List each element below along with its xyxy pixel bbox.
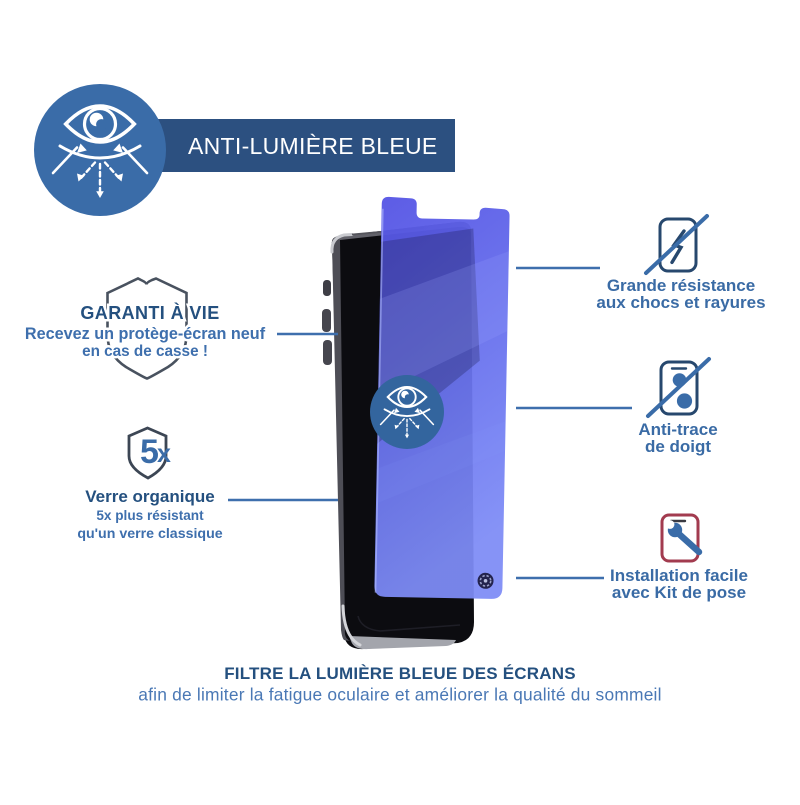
svg-text:GARANTI À VIE: GARANTI À VIE — [80, 302, 219, 323]
svg-text:qu'un verre classique: qu'un verre classique — [77, 526, 222, 542]
svg-text:aux chocs et rayures: aux chocs et rayures — [596, 293, 765, 312]
svg-text:de doigt: de doigt — [645, 437, 711, 456]
svg-text:ANTI-LUMIÈRE BLEUE: ANTI-LUMIÈRE BLEUE — [188, 133, 438, 159]
svg-text:afin de limiter la fatigue ocu: afin de limiter la fatigue oculaire et a… — [138, 685, 661, 705]
svg-text:Recevez un protège-écran neuf: Recevez un protège-écran neuf — [25, 325, 266, 343]
svg-text:en cas de casse !: en cas de casse ! — [82, 343, 208, 360]
svg-text:5x plus résistant: 5x plus résistant — [96, 508, 204, 523]
svg-text:x: x — [157, 440, 171, 468]
svg-text:Anti-trace: Anti-trace — [638, 420, 717, 439]
svg-text:5: 5 — [140, 433, 159, 471]
svg-text:avec Kit de pose: avec Kit de pose — [612, 583, 746, 602]
svg-text:FILTRE LA LUMIÈRE BLEUE DES ÉC: FILTRE LA LUMIÈRE BLEUE DES ÉCRANS — [224, 664, 576, 683]
svg-text:Verre organique: Verre organique — [85, 487, 214, 506]
svg-text:Grande résistance: Grande résistance — [607, 276, 755, 295]
svg-text:Installation facile: Installation facile — [610, 566, 748, 585]
